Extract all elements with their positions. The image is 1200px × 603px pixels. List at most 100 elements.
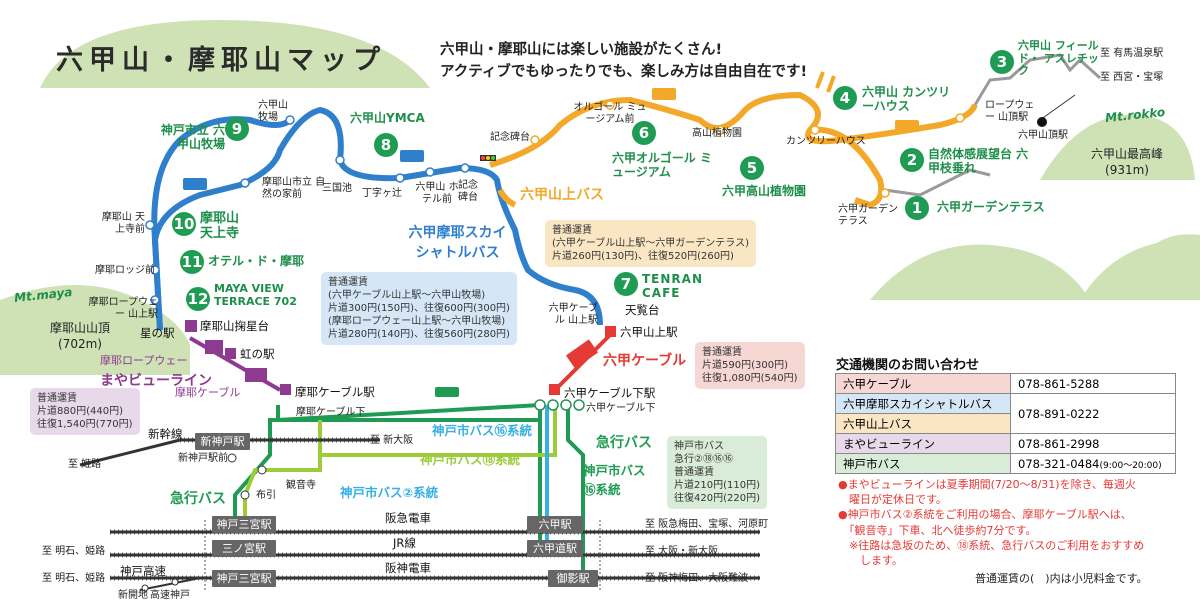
bus16-line [566,405,585,570]
contact-row: 六甲山上バス [835,413,1176,434]
line-hankyu: 阪急電車 [385,511,431,525]
path-rokko-garden [884,168,991,197]
facility-8-name[interactable]: 六甲山YMCA [350,111,425,125]
maya-elevation: (702m) [58,337,102,352]
stop-mayarodge: 摩耶ロッジ前 [95,265,155,276]
contact-row: まやビューライン 078-861-2998 [835,433,1176,454]
station-mikage[interactable]: 御影駅 [548,570,598,587]
intro-line-1: 六甲山・摩耶山には楽しい施設がたくさん! [440,42,723,58]
station-niji: 虹の駅 [240,347,275,361]
fare-line: 普通運賃 [328,277,368,288]
contact-row: 六甲ケーブル 078-861-5288 [835,373,1176,394]
bus106-line [276,402,542,540]
bus18-label: 神戸市バス⑱系統 [420,452,521,467]
fare-line: 急行②⑱⑯⑯ [674,454,733,465]
station-sannomiya-hanshin[interactable]: 神戸三宮駅 [212,570,276,587]
shuttle-bus-label: 六甲摩耶スカイ シャトルバス [408,225,507,261]
stop-kinenhi: 記念 碑台 [458,180,478,203]
facility-3-badge[interactable]: 3 [990,50,1014,74]
facility-7-badge[interactable]: 7 [614,272,638,296]
path-arima [973,53,1102,106]
rokko-elevation: (931m) [1105,163,1149,178]
facility-4-badge[interactable]: 4 [833,86,857,110]
facility-10-badge[interactable]: 10 [172,212,196,236]
station-rokko-cable-shita: 六甲ケーブル下 [586,403,656,414]
station-rokkomichi[interactable]: 六甲道駅 [527,540,583,557]
fare-line: 普通運賃 [702,347,742,358]
line-hanshin: 阪神電車 [385,561,431,575]
facility-11-badge[interactable]: 11 [180,250,204,274]
facility-2-name[interactable]: 自然体感展望台 六甲枝垂れ [928,147,1029,175]
maya-hill [0,285,190,375]
maya-peak-name: 摩耶山山頂 [49,321,110,335]
fare-line: 往復1,540円(770円) [37,419,133,430]
fare-line: (六甲ケーブル山上駅〜六甲ガーデンテラス) [552,238,750,249]
station-maya-cable-shita: 摩耶ケーブル下 [296,407,366,418]
contact-name: 六甲ケーブル [835,373,1011,394]
facility-5-badge[interactable]: 5 [740,156,764,180]
note-line: 「観音寺」下車、北へ徒歩約7分です。 [838,523,1037,537]
to-osaka: 至 大阪・新大阪 [645,546,719,557]
page-title: 六甲山・摩耶山マップ [56,45,386,76]
facility-12-badge[interactable]: 12 [186,287,210,311]
facility-11-name[interactable]: オテル・ド・摩耶 [208,254,305,268]
stop-sangoku: 三国池 [322,183,352,194]
facility-6-badge[interactable]: 6 [632,121,656,145]
station-rokko[interactable]: 六甲駅 [527,516,583,533]
sanjo-bus-label: 六甲山上バス [520,187,604,203]
station-rokko-sanjo: 六甲山上駅 [620,325,678,339]
fare-line: 片道300円(150円)、往復600円(300円) [328,303,510,314]
station-kosoku-kobe: 高速神戸 [150,590,190,601]
contact-tel[interactable]: 078-321-0484 [1018,456,1100,471]
facility-9-name[interactable]: 神戸市立 六甲山牧場 [160,123,225,151]
station-sannomiya-hankyu[interactable]: 神戸三宮駅 [212,516,276,533]
facility-7-name[interactable]: TENRAN CAFE [642,272,703,300]
contact-tel[interactable]: 078-861-5288 [1010,373,1176,394]
note-line: ●まやビューラインは夏季期間(7/20〜8/31)を除き、毎週火 [838,478,1136,491]
stop-garden: 六甲ガーデン テラス [838,204,898,227]
station-shinkaichi: 新開地 [118,590,148,601]
line-jr: JR線 [393,536,416,550]
facility-1-name[interactable]: 六甲ガーデンテラス [937,200,1045,214]
contact-name: 六甲山上バス [835,413,1011,434]
facility-8-badge[interactable]: 8 [374,133,398,157]
facility-3-name[interactable]: 六甲山 フィールド・ アスレチック [1018,39,1099,78]
rokko-hill [1040,114,1195,180]
to-himeji: 至 姫路 [68,459,102,470]
stop-ropeway-top: ロープウェー 山頂駅 [985,100,1035,123]
fare-sanjo-bus: 普通運賃 (六甲ケーブル山上駅〜六甲ガーデンテラス) 片道260円(130円)、… [545,220,757,267]
maya-cable-label: 摩耶ケーブル [175,386,241,399]
fare-line: 片道280円(140円)、往復560円(280円) [328,329,510,340]
contact-row: 六甲摩耶スカイシャトルバス 078-891-0222 [835,393,1176,434]
stop-rokko-peak-stn: 六甲山頂駅 [1018,130,1068,141]
fare-shuttle-bus: 普通運賃 (六甲ケーブル山上駅〜六甲山牧場) 片道300円(150円)、往復60… [321,272,517,345]
to-arima: 至 有馬温泉駅 [1100,48,1164,59]
contact-tel[interactable]: 078-861-2998 [1010,433,1176,454]
station-kiteidai: 摩耶山掬星台 [200,319,269,333]
contact-tel-hours: (9:00〜20:00) [1099,460,1162,471]
sanjo-bus-route [489,92,978,208]
hill-right-3 [1140,234,1200,260]
facility-10-name[interactable]: 摩耶山 天上寺 [200,211,240,241]
contact-title: 交通機関のお問い合わせ [836,358,980,373]
facility-6-name[interactable]: 六甲オルゴール ミュージアム [612,151,712,179]
to-akashi-1: 至 明石、姫路 [42,546,106,557]
station-hoshinoeki: 星の駅 [140,326,175,340]
contact-row: 神戸市バス 078-321-0484(9:00〜20:00) [835,453,1176,474]
facility-1-badge[interactable]: 1 [905,196,929,220]
station-sannomiya-jr[interactable]: 三ノ宮駅 [212,540,276,557]
notes: ●まやビューラインは夏季期間(7/20〜8/31)を除き、毎週火 曜日が定休日で… [838,477,1144,568]
footnote: 普通運賃の( )内は小児料金です。 [975,572,1148,585]
fare-line: 片道880円(440円) [37,406,123,417]
facility-5-name[interactable]: 六甲高山植物園 [722,184,807,198]
stop-country: カンツリーハウス [786,136,866,147]
facility-12-name[interactable]: MAYA VIEW TERRACE 702 [214,282,297,308]
facility-2-badge[interactable]: 2 [900,148,924,172]
facility-9-badge[interactable]: 9 [225,117,249,141]
contact-tel[interactable]: 078-891-0222 [1010,393,1176,434]
note-line: 曜日が定休日です。 [838,493,947,507]
station-maya-cable: 摩耶ケーブル駅 [295,385,375,399]
station-shin-kobe[interactable]: 新神戸駅 [195,433,250,450]
facility-4-name[interactable]: 六甲山 カンツリーハウス [862,85,951,113]
fare-line: (六甲ケーブル山上駅〜六甲山牧場) [328,290,486,301]
